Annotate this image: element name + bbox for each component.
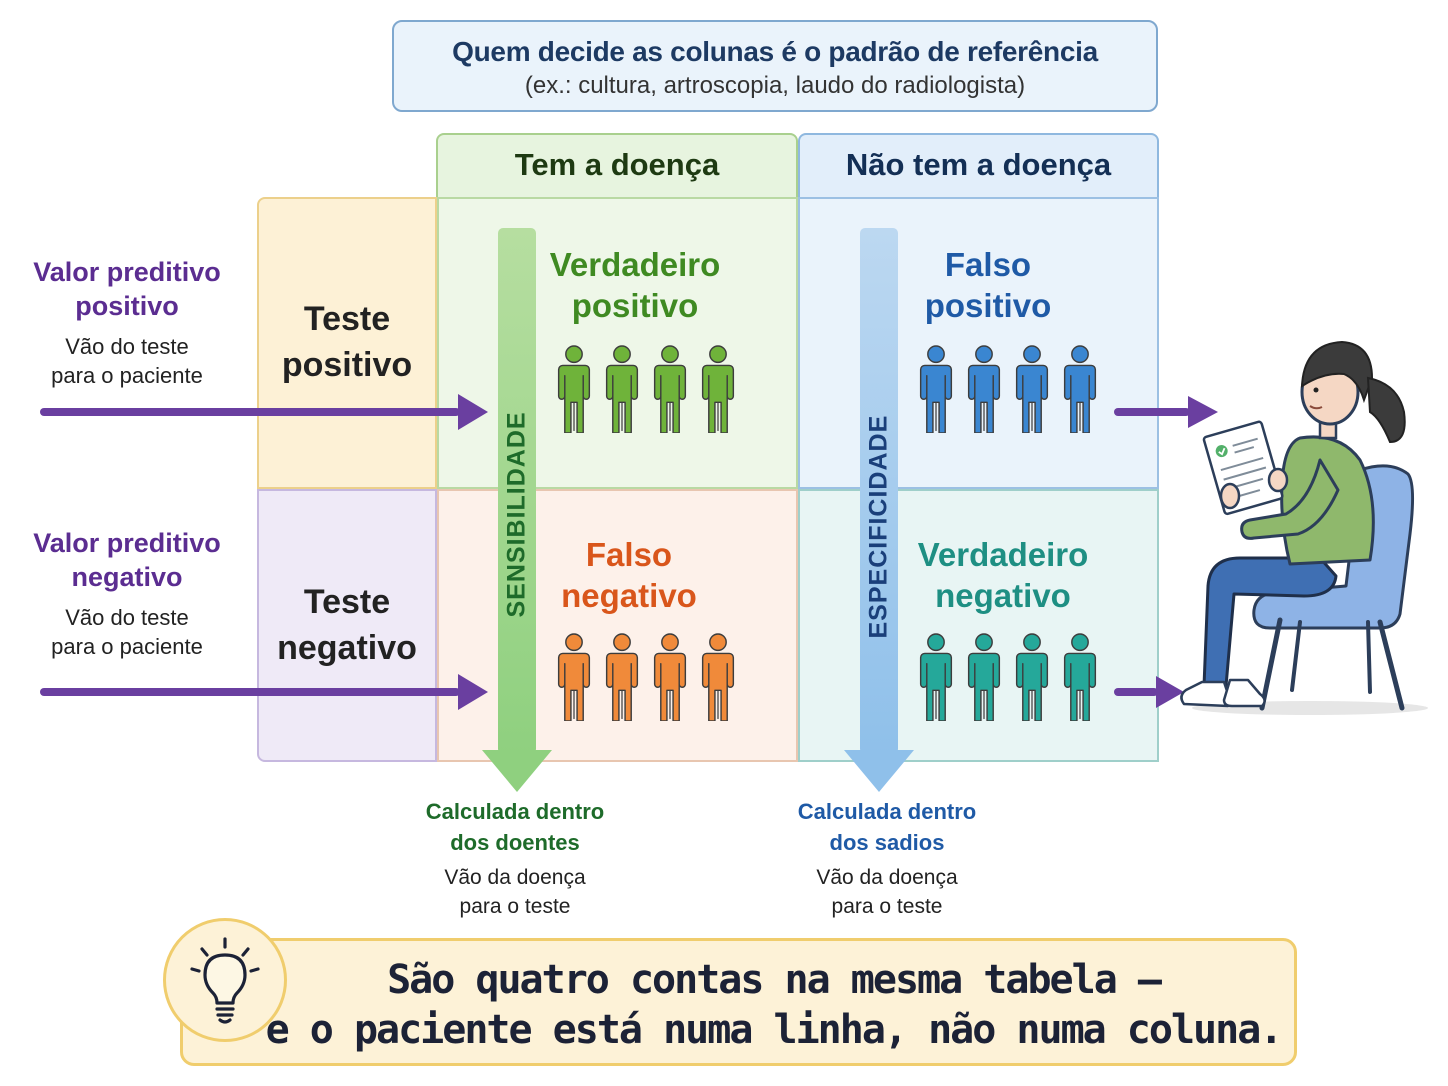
specificity-label: ESPECIFICIDADE xyxy=(864,414,893,639)
fn-title: Falso negativo xyxy=(524,534,734,617)
npv-sub-1: Vão do teste xyxy=(65,604,189,630)
ppv-title-1: Valor preditivo xyxy=(33,257,221,287)
specificity-arrow xyxy=(844,228,914,792)
banner-title: Quem decide as colunas é o padrão de ref… xyxy=(452,36,1098,67)
npv-title-1: Valor preditivo xyxy=(33,528,221,558)
lightbulb-badge xyxy=(163,918,287,1042)
tp-title: Verdadeiro positivo xyxy=(530,244,740,327)
row-negative-line1: Teste xyxy=(303,582,391,621)
person-icon xyxy=(700,633,736,721)
patient-reading-illustration xyxy=(1180,340,1428,715)
right-arrow-icon xyxy=(1114,676,1184,708)
person-icon xyxy=(652,345,688,433)
npv-arrow xyxy=(40,674,488,710)
fp-people xyxy=(918,345,1098,433)
tp-people xyxy=(556,345,736,433)
fp-line1: Falso xyxy=(944,246,1032,283)
takeaway-line-1: São quatro contas na mesma tabela — xyxy=(387,957,1162,1003)
person-icon xyxy=(556,633,592,721)
sens-caption: Calculada dentro dos doentes Vão da doenç… xyxy=(405,797,625,921)
tn-line1: Verdadeiro xyxy=(917,536,1089,573)
tp-line1: Verdadeiro xyxy=(549,246,721,283)
spec-title-2: dos sadios xyxy=(829,829,945,855)
npv-sub-2: para o paciente xyxy=(51,634,203,660)
fn-line1: Falso xyxy=(585,536,673,573)
person-icon xyxy=(1014,633,1050,721)
row-positive-line2: positivo xyxy=(281,346,413,384)
row-negative-line2: negativo xyxy=(277,628,417,667)
sens-sub-2: para o teste xyxy=(459,894,571,918)
person-icon xyxy=(1062,633,1098,721)
spec-sub-2: para o teste xyxy=(831,894,943,918)
fn-line2: negativo xyxy=(561,577,697,615)
lightbulb-icon xyxy=(190,937,260,1024)
tn-title: Verdadeiro negativo xyxy=(898,534,1108,617)
fp-title: Falso positivo xyxy=(883,244,1093,327)
tn-line2: negativo xyxy=(935,577,1071,615)
right-arrow-icon xyxy=(1114,396,1218,428)
person-icon xyxy=(918,345,954,433)
person-icon xyxy=(652,633,688,721)
row-header-test-negative: Teste negativo xyxy=(257,489,437,762)
person-icon xyxy=(1014,345,1050,433)
tn-people xyxy=(918,633,1098,721)
row-header-test-positive: Teste positivo xyxy=(257,197,437,489)
banner-subtitle: (ex.: cultura, artroscopia, laudo do rad… xyxy=(524,72,1026,99)
person-icon xyxy=(604,633,640,721)
person-icon xyxy=(966,633,1002,721)
person-icon xyxy=(700,345,736,433)
column-header-no-disease: Não tem a doença xyxy=(798,133,1159,197)
takeaway-banner: São quatro contas na mesma tabela — e o … xyxy=(180,938,1297,1066)
fp-line2: positivo xyxy=(924,287,1052,325)
cell-true-positive xyxy=(437,197,798,489)
cell-false-positive xyxy=(798,197,1159,489)
person-icon xyxy=(556,345,592,433)
sens-title-1: Calculada dentro xyxy=(425,799,605,824)
ppv-sub-2: para o paciente xyxy=(51,363,203,389)
spec-caption: Calculada dentro dos sadios Vão da doença… xyxy=(777,797,997,921)
fn-people xyxy=(556,633,736,721)
ppv-sub-1: Vão do teste xyxy=(65,333,189,359)
person-icon xyxy=(604,345,640,433)
spec-title-1: Calculada dentro xyxy=(797,799,977,824)
npv-title-2: negativo xyxy=(71,561,183,592)
ppv-title-2: positivo xyxy=(75,290,179,321)
ppv-arrow xyxy=(40,394,488,430)
person-icon xyxy=(918,633,954,721)
person-icon xyxy=(1062,345,1098,433)
reference-standard-banner: Quem decide as colunas é o padrão de ref… xyxy=(392,20,1158,112)
row-positive-line1: Teste xyxy=(303,300,391,339)
person-icon xyxy=(966,345,1002,433)
tp-line2: positivo xyxy=(571,287,699,325)
column-header-disease: Tem a doença xyxy=(436,133,798,197)
sens-title-2: dos doentes xyxy=(450,829,580,855)
spec-sub-1: Vão da doença xyxy=(816,865,958,889)
sens-sub-1: Vão da doença xyxy=(444,865,586,889)
sensitivity-arrow xyxy=(482,228,552,792)
takeaway-line-2: e o paciente está numa linha, não numa c… xyxy=(265,1007,1284,1053)
